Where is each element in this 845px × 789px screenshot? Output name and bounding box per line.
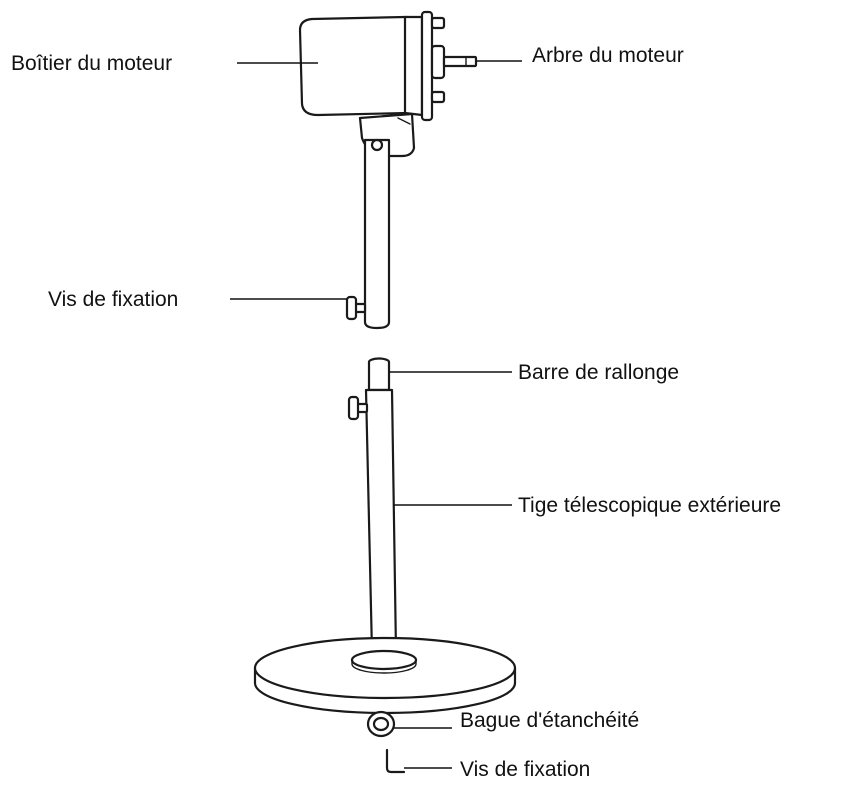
extension-bar (367, 357, 391, 392)
motor-studs (430, 16, 446, 104)
round-base (253, 636, 517, 715)
sealing-ring (366, 710, 396, 738)
label-extension-bar: Barre de rallonge (518, 361, 679, 384)
upper-fixing-screw (345, 295, 367, 321)
outer-telescopic-rod (364, 388, 398, 654)
motor-shaft (442, 55, 478, 68)
label-fixing-screw-top: Vis de fixation (48, 288, 178, 311)
lower-fixing-screw (385, 748, 406, 774)
motor-housing (298, 10, 434, 122)
label-outer-telescopic-rod: Tige télescopique extérieure (518, 494, 781, 517)
label-fixing-screw-bottom: Vis de fixation (460, 758, 590, 781)
label-motor-shaft: Arbre du moteur (532, 44, 684, 67)
rod-clamp-knob (347, 395, 369, 421)
label-sealing-ring: Bague d'étanchéité (460, 709, 639, 732)
upper-rod (363, 138, 391, 330)
label-motor-housing: Boîtier du moteur (11, 52, 172, 75)
